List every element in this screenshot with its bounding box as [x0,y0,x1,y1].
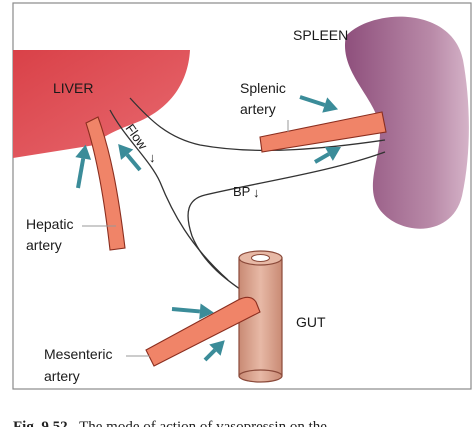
hepatic-artery-label-2: artery [26,237,62,253]
liver-shape [13,50,190,158]
spleen-label: SPLEEN [293,27,348,43]
arrow-hepatic-left [75,144,92,189]
caption-figure-number: Fig. 9.52 [13,419,68,427]
arrow-hepatic-right [118,143,142,172]
flow-down-arrow: ↓ [149,150,156,165]
liver-label: LIVER [53,80,93,96]
hepatic-artery [85,116,126,251]
portal-vein-system [109,97,386,297]
arrow-mesenteric-lower [203,340,225,362]
arrow-mesenteric-upper [171,303,214,320]
gut-label: GUT [296,314,326,330]
mesenteric-artery [145,296,261,367]
vasopressin-arrows [75,95,341,362]
figure-caption: Fig. 9.52 The mode of action of vasopres… [13,419,327,427]
leader-lines [82,120,289,357]
bp-label: BP [233,184,250,199]
figure-frame [12,2,472,390]
mesenteric-artery-label-2: artery [44,368,80,384]
hepatic-artery-label-1: Hepatic [26,216,73,232]
spleen-shape [344,16,469,229]
gut-cylinder [238,250,283,383]
arrow-splenic-upper [299,95,339,113]
splenic-artery-label-1: Splenic [240,80,286,96]
mesenteric-artery-label-1: Mesenteric [44,346,112,362]
arrow-splenic-lower [314,147,341,164]
caption-text: The mode of action of vasopressin on the [79,419,327,427]
bp-down-arrow: ↓ [253,185,260,200]
splenic-artery [259,111,387,153]
splenic-artery-label-2: artery [240,101,276,117]
